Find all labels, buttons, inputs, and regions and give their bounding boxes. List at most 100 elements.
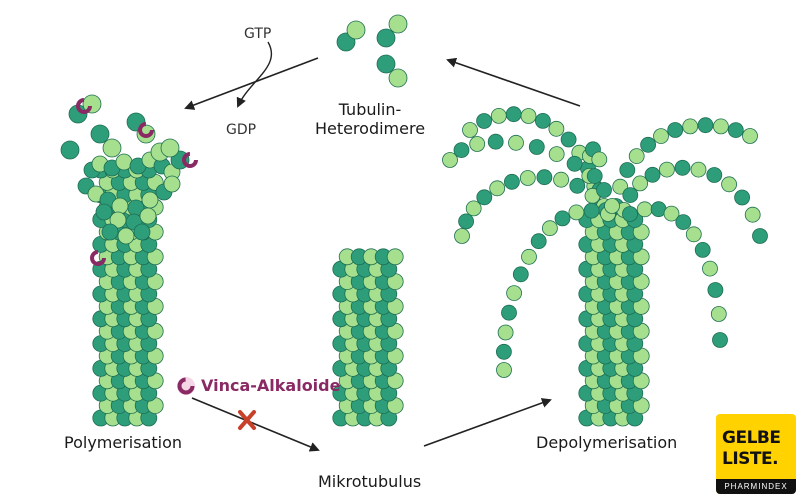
protofilament-bead (508, 134, 524, 151)
protofilament-bead (497, 324, 514, 341)
protofilament-bead (530, 233, 547, 250)
protofilament-bead (442, 152, 458, 168)
protofilament-bead (659, 161, 675, 178)
arrow-microtubule-to-depolymerisation (423, 398, 552, 447)
protofilament-bead (713, 118, 729, 135)
protofilament-bead (554, 210, 571, 227)
protofilament-bead (682, 118, 699, 135)
protofilament-bead (476, 113, 493, 129)
protofilament-bead (542, 220, 558, 237)
protofilament-bead (591, 151, 608, 168)
protofilament-bead (512, 266, 529, 283)
protofilament-bead (694, 241, 711, 258)
protofilament-bead (496, 362, 512, 378)
tubulin-dimer-bead (102, 138, 122, 158)
arrow-dimers-to-polymerisation (184, 57, 319, 110)
protofilament-bead (667, 122, 684, 138)
logo-line1: GELBE (722, 428, 781, 448)
protofilament-bead (697, 117, 714, 134)
free-tubulin-dimers (60, 14, 408, 170)
vinca-molecule-icon (90, 250, 106, 266)
protofilament-bead (727, 122, 744, 139)
curling-protofilaments (442, 106, 768, 378)
protofilament-bead (458, 213, 475, 230)
gelbe-liste-logo: GELBE LISTE. PHARMINDEX (716, 414, 796, 494)
protofilament-bead (734, 189, 750, 206)
tubulin-bead (117, 227, 135, 245)
microtubule (332, 248, 404, 427)
protofilament-bead (453, 142, 470, 159)
protofilament-bead (721, 176, 737, 193)
protofilament-bead (560, 131, 577, 148)
vinca-alkaloid-label: Vinca-Alkaloide (201, 376, 341, 395)
protofilament-bead (663, 205, 680, 222)
tubulin-label: Tubulin- Heterodimere (300, 100, 440, 138)
protofilament-bead (548, 120, 565, 137)
protofilament-bead (501, 304, 517, 321)
tubulin-dimer-bead (160, 138, 180, 158)
protofilament-bead (495, 343, 512, 360)
protofilament-bead (535, 113, 551, 129)
protofilament-bead (685, 226, 702, 243)
arrow-gtp-to-gdp (236, 41, 273, 108)
depolymerising-microtubule (578, 211, 650, 427)
protofilament-bead (706, 167, 723, 183)
protofilament-bead (503, 173, 520, 190)
protofilament-bead (528, 139, 545, 155)
protofilament-bead (566, 155, 583, 172)
tubulin-bead (133, 223, 151, 241)
protofilament-bead (586, 168, 603, 185)
protofilament-bead (476, 189, 493, 206)
protofilament-bead (569, 177, 586, 194)
protofilament-bead (712, 332, 728, 348)
vinca-alkaloid-molecules (76, 98, 198, 266)
protofilament-bead (710, 306, 727, 322)
tubulin-bead (386, 248, 404, 266)
protofilament-bead (596, 182, 612, 198)
arrow-depolymerisation-to-dimers (446, 57, 581, 107)
protofilament-bead (628, 148, 645, 165)
polymerisation-label: Polymerisation (64, 433, 183, 452)
tubulin-bead (141, 191, 159, 209)
protofilament-bead (465, 200, 482, 217)
tubulin-bead (111, 197, 129, 215)
vinca-molecule-icon (76, 98, 92, 114)
vinca-molecule-icon (138, 122, 154, 138)
protofilament-bead (568, 204, 585, 221)
depolymerisation-label: Depolymerisation (536, 433, 678, 452)
protofilament-bead (632, 175, 648, 192)
protofilament-bead (674, 159, 691, 176)
tubulin-dimer-bead (60, 140, 80, 160)
protofilament-bead (548, 146, 565, 163)
protofilament-bead (675, 214, 692, 231)
protofilament-bead (707, 282, 724, 298)
protofilament-bead (690, 161, 707, 178)
tubulin-dimer-bead (346, 20, 366, 40)
tubulin-dimer-bead (388, 14, 408, 34)
protofilament-bead (636, 201, 653, 218)
tubulin-bead (115, 153, 133, 171)
protofilament-bead (752, 228, 768, 244)
protofilament-bead (619, 162, 636, 178)
microtubule-label: Mikrotubulus (318, 472, 422, 491)
logo-sub: PHARMINDEX (716, 479, 796, 494)
protofilament-bead (454, 228, 470, 244)
protofilament-bead (604, 198, 620, 214)
protofilament-bead (640, 136, 656, 153)
tubulin-bead (101, 223, 119, 241)
tubulin-bead (163, 175, 181, 193)
protofilament-bead (520, 108, 537, 124)
protofilament-bead (622, 187, 639, 204)
tubulin-label-line1: Tubulin- (338, 100, 402, 119)
tubulin-dimer-bead (388, 68, 408, 88)
protofilament-bead (622, 206, 638, 222)
gdp-label: GDP (226, 122, 257, 138)
protofilament-bead (490, 108, 507, 124)
tubulin-label-line2: Heterodimere (314, 119, 426, 138)
protofilament-bead (519, 170, 536, 186)
logo-line2: LISTE. (722, 449, 779, 469)
tubulin-bead (139, 207, 157, 225)
protofilament-bead (487, 133, 504, 150)
protofilament-bead (469, 136, 486, 152)
gtp-label: GTP (244, 26, 272, 42)
